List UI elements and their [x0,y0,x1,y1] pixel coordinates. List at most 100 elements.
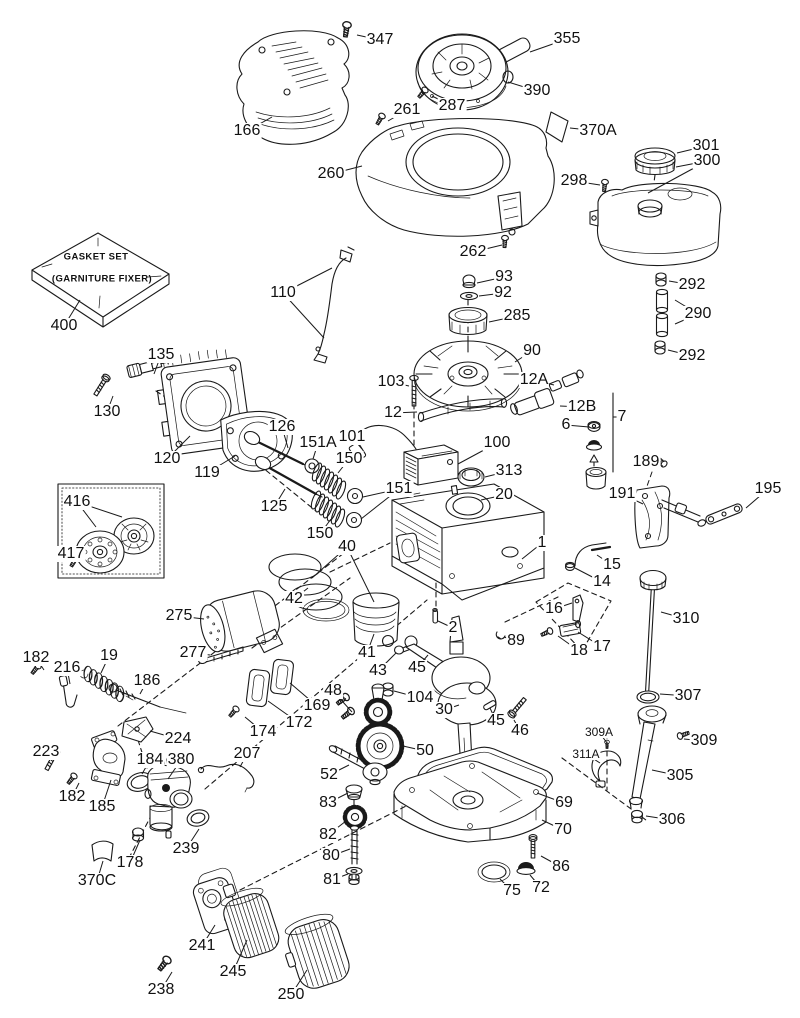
leader-line-245 [232,939,248,973]
tube-clip-311A [591,750,622,788]
leader-line-174 [244,716,264,733]
leader-line-20 [480,494,505,501]
leader-line-290 [674,313,699,325]
starter-cup [448,306,488,336]
fuel-fitting-12A [548,369,584,392]
stop-switch-wire [313,246,355,364]
oil-pan [393,760,547,843]
leader-line-125 [273,488,286,508]
leader-line-50 [402,745,426,752]
leader-line-239 [185,828,200,850]
leader-line-30 [443,704,460,711]
leader-line-135 [153,354,162,375]
leader-line-83 [327,792,349,804]
leader-line-416 [76,501,97,528]
oil-seal-75 [477,861,511,883]
oil-pump-shaft-80 [349,825,360,865]
leader-line-72 [529,874,542,889]
leader-line-182 [71,782,80,798]
crank-key-45 [483,700,497,711]
exhaust-valve [254,455,323,498]
leader-line-355 [529,38,568,53]
leader-line-43 [377,652,397,672]
governor-spring-19 [77,663,134,705]
leader-line-18 [557,635,580,652]
leader-line-261 [387,109,408,122]
breather-assembly [585,392,614,490]
leader-line-309 [683,738,705,742]
leader-line-207 [239,753,248,768]
valve-retainer-151A [304,458,320,474]
leader-line-75 [499,878,513,892]
leader-line-400 [63,299,81,327]
leader-line-110 [282,292,325,339]
leader-line-305 [651,769,681,777]
leader-line-260 [330,165,363,175]
leader-line-16 [553,602,573,610]
leader-line-275 [178,615,205,620]
governor-spring-186 [108,683,187,714]
leader-line-81 [331,873,349,881]
fuel-line-bushings [654,272,669,355]
leader-line-151A [312,442,319,460]
leader-line-292 [668,280,693,286]
brake-lever-195 [697,503,743,527]
tube-nut-306 [630,809,644,824]
leader-line-262 [472,244,503,253]
leader-line-307 [659,693,689,697]
leader-line-17 [577,631,603,648]
dipstick [639,569,667,693]
air-cleaner-assembly [415,33,531,111]
leader-line-46 [513,719,521,732]
leader-line-184 [141,759,151,775]
leader-line-298 [573,180,601,186]
leader-line-12A [533,379,555,386]
o-ring-307 [636,690,660,704]
leader-line-172 [267,700,300,724]
leader-line-416 [76,501,123,518]
leader-line-92 [478,292,504,297]
leader-line-130 [106,395,114,413]
leader-line-277 [192,652,211,656]
breather-gasket-172 [245,668,271,708]
leader-line-15 [596,554,613,566]
muffler-body-250 [284,913,350,989]
leader-line-287 [431,95,453,107]
intake-valve [243,430,310,468]
leader-line-19 [100,655,110,674]
governor-clamp-17 [559,619,582,637]
leader-line-110 [282,267,333,294]
leader-line-93 [476,276,505,284]
spark-plug [126,359,169,378]
leader-line-90 [514,350,533,363]
leader-line-347 [356,34,381,41]
leader-line-238 [160,971,173,991]
leader-line-182 [35,657,45,671]
cap-plug-72 [516,862,536,875]
leader-line-1 [521,542,543,560]
engine-cover [236,30,350,145]
leader-line-120 [166,435,191,460]
brake-bracket-191 [634,485,701,549]
leader-line-191 [621,493,644,505]
leader-line-380 [167,759,182,780]
leader-line-311A [585,753,601,764]
leader-line-42 [293,587,309,600]
leader-line-166 [246,116,273,132]
leader-line-313 [484,470,510,478]
governor-link-216 [58,675,78,708]
leader-line-12 [392,411,418,414]
muffler [200,590,284,654]
leader-line-417 [70,553,81,560]
leader-line-103 [390,381,410,387]
carb-nut-178 [131,827,145,842]
leader-line-14 [574,567,603,583]
leader-line-186 [139,680,148,695]
cylinder-block [391,483,545,601]
leader-line-86 [540,855,562,868]
governor-lever-16 [572,594,584,623]
leader-line-250 [290,969,308,996]
leader-line-48 [332,690,353,713]
